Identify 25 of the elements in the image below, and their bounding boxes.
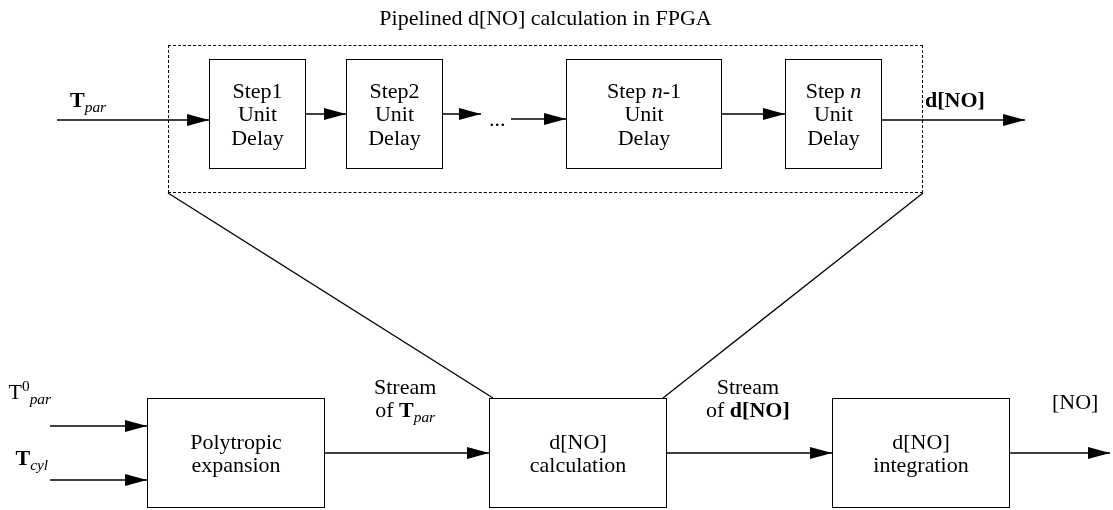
- arrow: [721, 108, 786, 120]
- process-box: Step n-1 Unit Delay: [566, 59, 722, 169]
- group-title: Pipelined d[NO] calculation in FPGA: [378, 6, 713, 30]
- arrow: [324, 447, 490, 459]
- edge-label: [NO]: [1052, 390, 1099, 414]
- process-box: d[NO] calculation: [489, 398, 667, 508]
- process-box: d[NO] integration: [832, 398, 1010, 508]
- arrow: [1009, 447, 1111, 459]
- arrow: [666, 447, 833, 459]
- connector-line: [662, 192, 924, 399]
- connector-line: [167, 192, 494, 399]
- arrow: [442, 108, 482, 120]
- process-box: Step n Unit Delay: [785, 59, 882, 169]
- edge-label: Stream of d[NO]: [706, 375, 790, 422]
- arrow: [56, 114, 210, 126]
- arrow: [881, 114, 1026, 126]
- process-box: Polytropic expansion: [147, 398, 325, 508]
- arrow: [49, 420, 148, 432]
- ellipsis-text: ...: [481, 106, 511, 132]
- arrow: [305, 108, 347, 120]
- edge-label: d[NO]: [925, 88, 985, 112]
- arrow: [49, 474, 148, 486]
- process-box: Step1 Unit Delay: [209, 59, 306, 169]
- process-box: Step2 Unit Delay: [346, 59, 443, 169]
- arrow: [510, 113, 567, 125]
